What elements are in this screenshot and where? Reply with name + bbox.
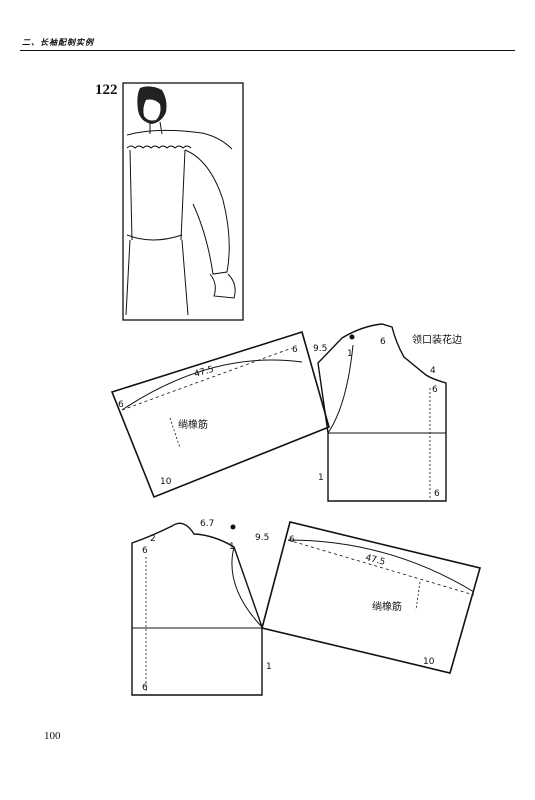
cuff-10-upper: 10 — [160, 477, 172, 487]
label-4: 4 — [430, 366, 436, 376]
label-6-b: 6 — [118, 400, 124, 410]
elastic-label-upper: 绱橡筋 — [178, 418, 208, 431]
label-6-h: 6 — [142, 683, 148, 693]
cuff-10-lower: 10 — [423, 657, 435, 667]
sleeve-upper — [110, 330, 330, 499]
neck-trim-label: 领口装花边 — [412, 333, 462, 346]
back-neck-lower: 6.7 — [200, 519, 214, 529]
label-6-d: 6 — [432, 385, 438, 395]
label-6-c: 6 — [380, 337, 386, 347]
page-number: 100 — [44, 730, 61, 742]
sleeve-lower — [261, 521, 481, 674]
label-2: 2 — [150, 534, 156, 544]
label-6-g: 6 — [289, 535, 295, 545]
label-1-c: 1 — [229, 542, 235, 552]
label-1-d: 1 — [266, 662, 272, 672]
sleeve-length-upper: 47.5 — [193, 365, 215, 380]
label-6-e: 6 — [434, 489, 440, 499]
label-1-a: 1 — [347, 349, 353, 359]
fashion-illustration — [122, 82, 244, 321]
sleeve-length-lower: 47.5 — [364, 553, 386, 568]
front-neck-lower: 9.5 — [255, 533, 269, 543]
label-6-a: 6 — [292, 345, 298, 355]
label-1-b: 1 — [318, 473, 324, 483]
back-bodice-lower — [131, 522, 263, 696]
front-neck-upper: 9.5 — [313, 344, 327, 354]
elastic-label-lower: 绱橡筋 — [372, 600, 402, 613]
label-6-f: 6 — [142, 546, 148, 556]
figure-number: 122 — [95, 82, 118, 98]
match-dot-upper — [349, 334, 355, 340]
chapter-header: 二、长袖配制实例 — [22, 38, 94, 47]
front-bodice-upper — [317, 323, 447, 502]
match-dot-lower — [230, 524, 236, 530]
header-rule — [20, 50, 515, 51]
